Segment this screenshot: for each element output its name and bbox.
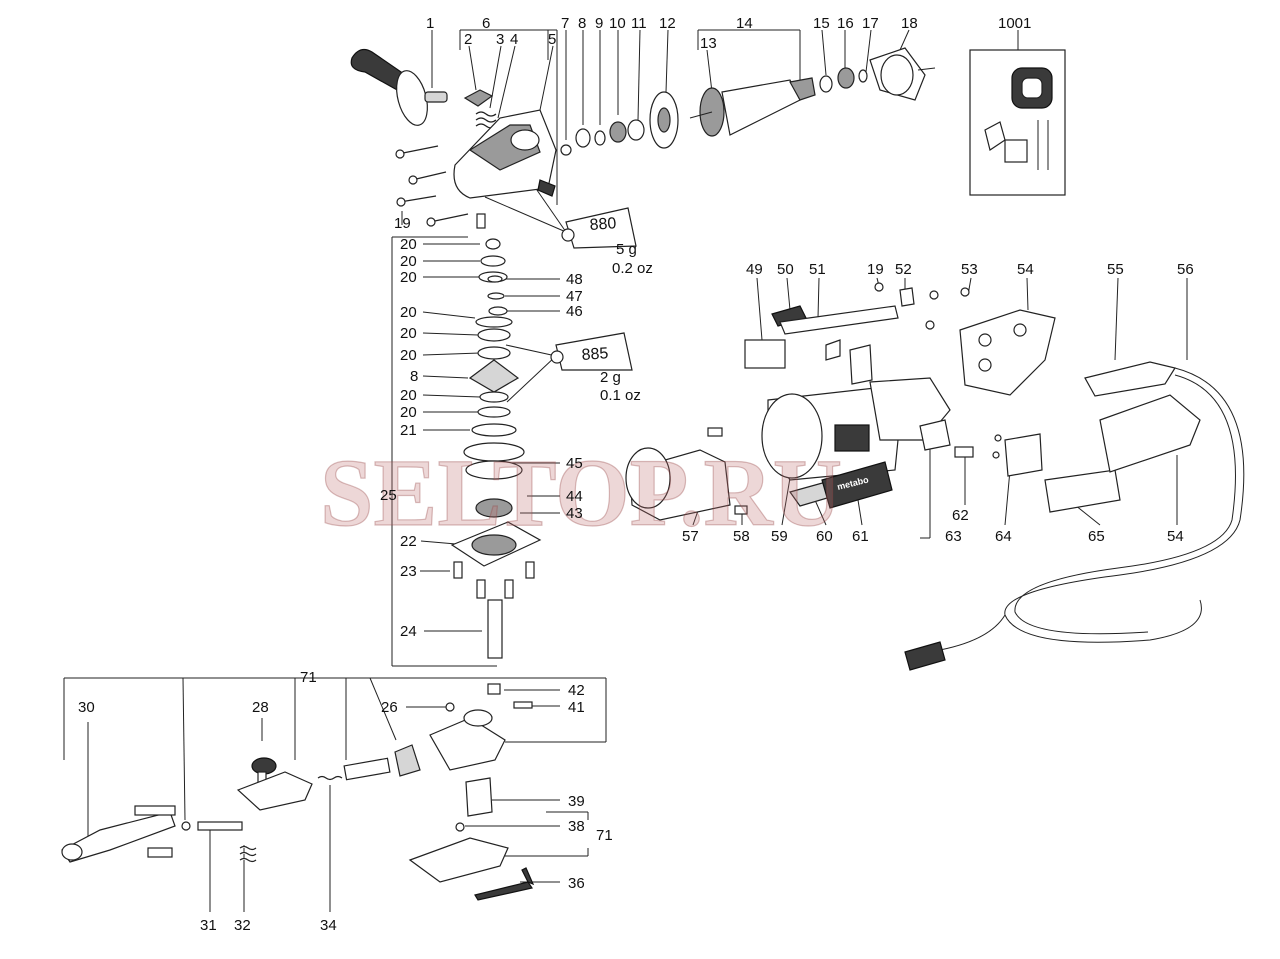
callout-20-d: 20 xyxy=(400,304,417,321)
side-handle xyxy=(350,48,448,126)
part-number-callouts: 1 2 3 4 5 6 7 8 9 10 11 12 13 14 15 16 1… xyxy=(78,15,1194,934)
grease-tube-880-weight: 5 g xyxy=(616,241,637,258)
spindle-stack xyxy=(450,238,542,659)
callout-4: 4 xyxy=(510,31,518,48)
callout-14: 14 xyxy=(736,15,753,32)
callout-26: 26 xyxy=(381,699,398,716)
callout-60: 60 xyxy=(816,528,833,545)
callout-28: 28 xyxy=(252,699,269,716)
callout-62: 62 xyxy=(952,507,969,524)
callout-1001: 1001 xyxy=(998,15,1031,32)
grease-tube-885-shape xyxy=(550,332,633,371)
callout-58: 58 xyxy=(733,528,750,545)
callout-52: 52 xyxy=(895,261,912,278)
callout-2: 2 xyxy=(464,31,472,48)
callout-45: 45 xyxy=(566,455,583,472)
callout-38: 38 xyxy=(568,818,585,835)
callout-15: 15 xyxy=(813,15,830,32)
watermark: SELTOP.RU xyxy=(320,439,842,546)
part-shapes xyxy=(61,47,1245,901)
callout-7: 7 xyxy=(561,15,569,32)
callout-31: 31 xyxy=(200,917,217,934)
callout-10: 10 xyxy=(609,15,626,32)
gear-housing xyxy=(453,109,557,199)
callout-48: 48 xyxy=(566,271,583,288)
callout-50: 50 xyxy=(777,261,794,278)
callout-20-a: 20 xyxy=(400,236,417,253)
callout-8-top: 8 xyxy=(578,15,586,32)
callout-16: 16 xyxy=(837,15,854,32)
callout-43: 43 xyxy=(566,505,583,522)
callout-64: 64 xyxy=(995,528,1012,545)
callout-39: 39 xyxy=(568,793,585,810)
callout-18: 18 xyxy=(901,15,918,32)
callout-49: 49 xyxy=(746,261,763,278)
callout-34: 34 xyxy=(320,917,337,934)
callout-23: 23 xyxy=(400,563,417,580)
grease-tube-885-code: 885 xyxy=(581,345,609,364)
callout-63: 63 xyxy=(945,528,962,545)
callout-19-right: 19 xyxy=(867,261,884,278)
callout-24: 24 xyxy=(400,623,417,640)
callout-61: 61 xyxy=(852,528,869,545)
callout-65: 65 xyxy=(1088,528,1105,545)
callout-71-top: 71 xyxy=(300,669,317,686)
callout-22: 22 xyxy=(400,533,417,550)
callout-11: 11 xyxy=(631,15,647,32)
callout-47: 47 xyxy=(566,288,583,305)
grease-tube-880-oz: 0.2 oz xyxy=(612,260,653,277)
grease-tube-880-shape xyxy=(561,207,637,249)
leader-lines xyxy=(63,29,1188,912)
callout-13: 13 xyxy=(700,35,717,52)
callout-46: 46 xyxy=(566,303,583,320)
grease-tube-885-weight: 2 g xyxy=(600,369,621,386)
screws-19 xyxy=(395,145,486,229)
callout-71-bottom: 71 xyxy=(596,827,613,844)
callout-32: 32 xyxy=(234,917,251,934)
callout-3: 3 xyxy=(496,31,504,48)
motor-group xyxy=(625,282,1245,671)
callout-51: 51 xyxy=(809,261,826,278)
callout-59: 59 xyxy=(771,528,788,545)
callout-56: 56 xyxy=(1177,261,1194,278)
callout-20-h: 20 xyxy=(400,404,417,421)
callout-19-left: 19 xyxy=(394,215,411,232)
grease-tube-880-code: 880 xyxy=(589,215,617,234)
callout-20-b: 20 xyxy=(400,253,417,270)
callout-12: 12 xyxy=(659,15,676,32)
callout-54-bottom: 54 xyxy=(1167,528,1184,545)
grease-tube-885-oz: 0.1 oz xyxy=(600,387,641,404)
callout-25: 25 xyxy=(380,487,397,504)
callout-17: 17 xyxy=(862,15,879,32)
inset-box-1001 xyxy=(969,49,1066,196)
callout-1: 1 xyxy=(426,15,434,32)
callout-20-e: 20 xyxy=(400,325,417,342)
callout-30: 30 xyxy=(78,699,95,716)
callout-36: 36 xyxy=(568,875,585,892)
callout-6: 6 xyxy=(482,15,490,32)
callout-21: 21 xyxy=(400,422,417,439)
callout-9: 9 xyxy=(595,15,603,32)
callout-57: 57 xyxy=(682,528,699,545)
callout-54-top: 54 xyxy=(1017,261,1034,278)
callout-53: 53 xyxy=(961,261,978,278)
callout-5: 5 xyxy=(548,31,556,48)
callout-42: 42 xyxy=(568,682,585,699)
callout-20-g: 20 xyxy=(400,387,417,404)
callout-41: 41 xyxy=(568,699,585,716)
armature xyxy=(689,77,816,137)
callout-20-f: 20 xyxy=(400,347,417,364)
callout-20-c: 20 xyxy=(400,269,417,286)
lower-attachment-assembly xyxy=(61,683,535,901)
callout-55: 55 xyxy=(1107,261,1124,278)
callout-44: 44 xyxy=(566,488,583,505)
callout-8-stack: 8 xyxy=(410,368,418,385)
